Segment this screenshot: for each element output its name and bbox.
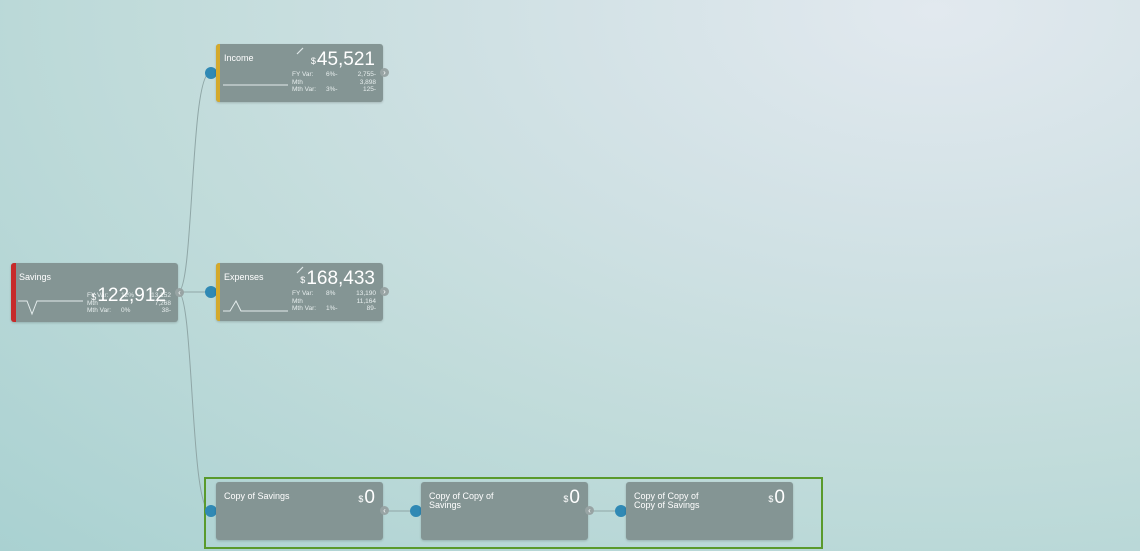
chevron-left-icon[interactable]: ‹ (175, 288, 184, 297)
link-savings-income (177, 72, 211, 293)
node-amount: $168,433 (300, 268, 375, 289)
node-title: Expenses (224, 272, 264, 282)
chevron-left-icon[interactable]: ‹ (380, 506, 389, 515)
stat-row: FY Var:6%-2,755- (292, 71, 376, 78)
node-accent-bar (216, 44, 220, 102)
node-amount: $45,521 (310, 49, 375, 70)
stat-row: FY Var:8%13,190 (292, 290, 376, 297)
node-amount: $0 (563, 487, 580, 508)
node-amount: $0 (768, 487, 785, 508)
stat-row: Mth Var:1%-89- (292, 305, 376, 312)
node-copy-of-copy-of-savings[interactable]: Copy of Copy of Savings $0 (421, 482, 588, 540)
stat-row: FY Var:12%13,152 (87, 292, 171, 299)
connector-port[interactable] (205, 67, 217, 79)
connector-port[interactable] (410, 505, 422, 517)
node-copy-of-savings[interactable]: Copy of Savings $0 (216, 482, 383, 540)
node-accent-bar (11, 263, 16, 322)
node-title: Savings (19, 272, 52, 282)
chevron-right-icon[interactable]: › (380, 68, 389, 77)
node-title: Income (224, 53, 254, 63)
stat-row: Mth Var:3%-125- (292, 86, 376, 93)
connector-port[interactable] (205, 286, 217, 298)
node-amount: $122,912 (91, 285, 166, 306)
pencil-icon[interactable] (296, 46, 305, 55)
connector-port[interactable] (615, 505, 627, 517)
connector-port[interactable] (205, 505, 217, 517)
node-copy-of-copy-of-copy-of-savings[interactable]: Copy of Copy of Copy of Savings $0 (626, 482, 793, 540)
sparkline (223, 84, 288, 86)
chevron-left-icon[interactable]: ‹ (585, 506, 594, 515)
node-accent-bar (216, 263, 220, 321)
chevron-right-icon[interactable]: › (380, 287, 389, 296)
link-savings-copy1 (177, 291, 211, 512)
node-title: Copy of Copy of Copy of Savings (634, 491, 700, 510)
node-title: Copy of Copy of Savings (429, 491, 494, 510)
stat-row: Mth Var:0%38- (87, 307, 171, 314)
pencil-icon[interactable] (296, 265, 305, 274)
sparkline (223, 299, 288, 312)
sparkline (18, 300, 83, 316)
node-amount: $0 (358, 487, 375, 508)
node-title: Copy of Savings (224, 491, 290, 501)
